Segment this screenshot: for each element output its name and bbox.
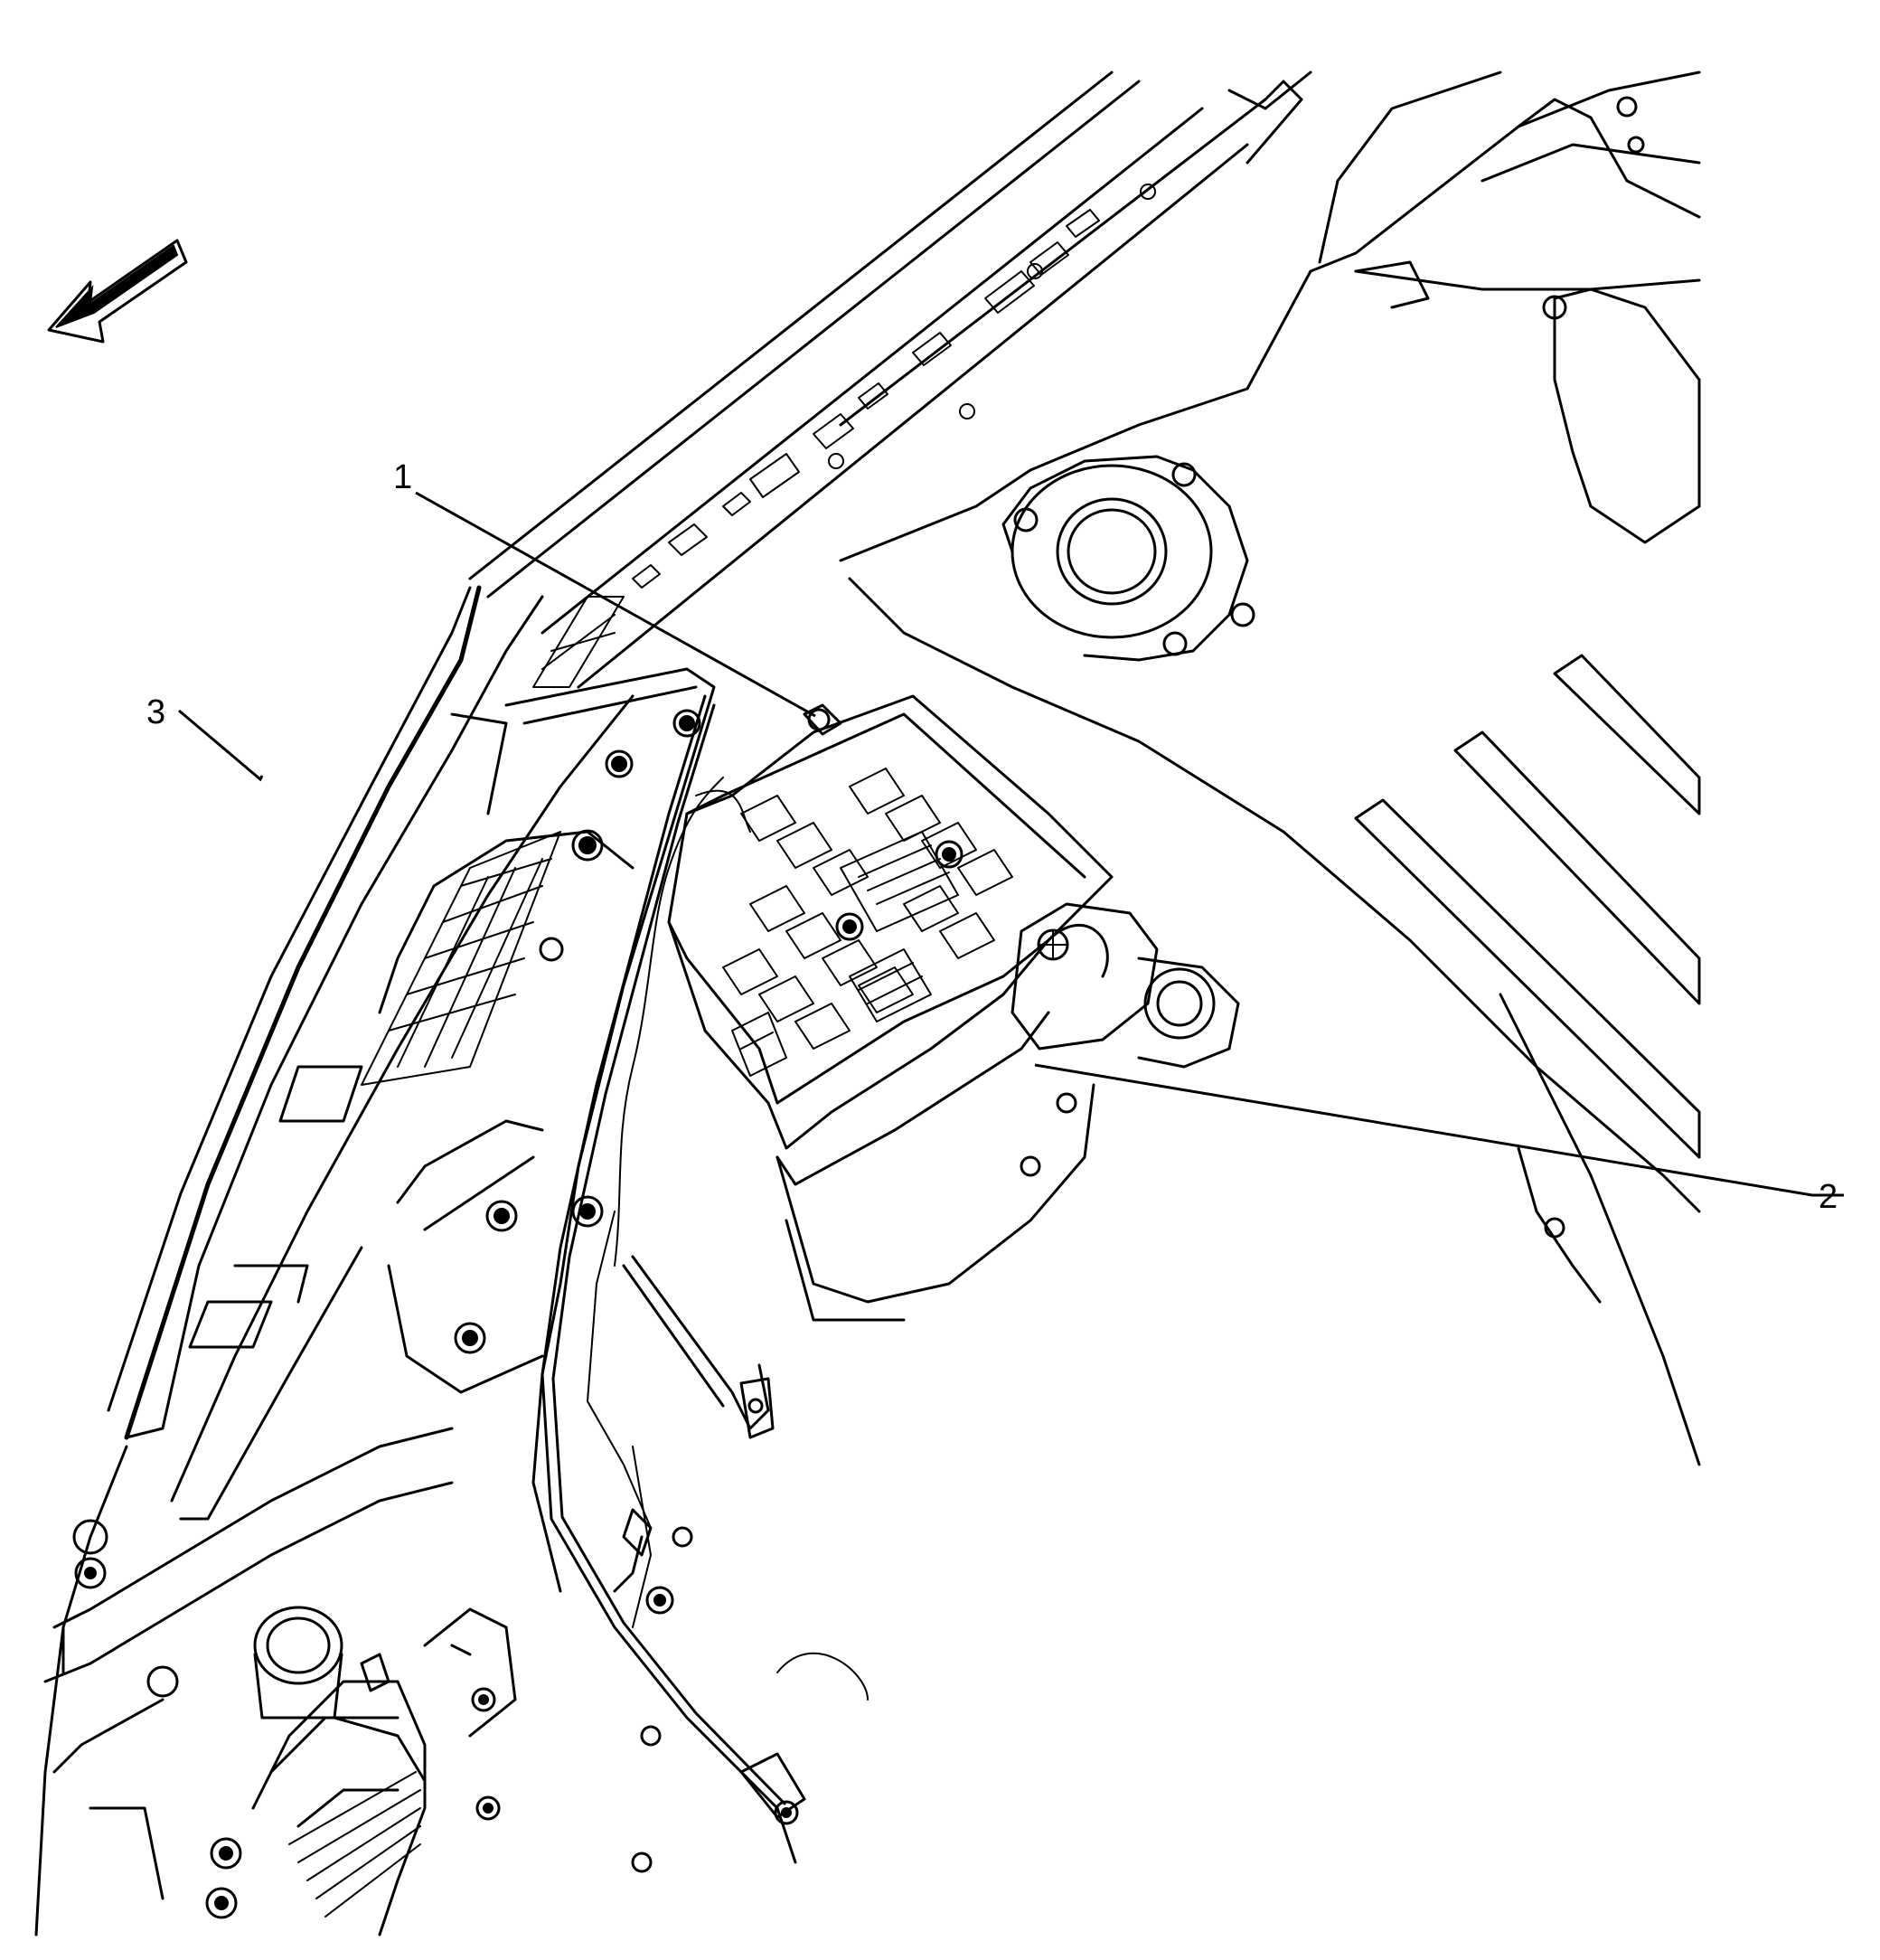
callout-leaders xyxy=(178,491,1844,1197)
hood-latch xyxy=(613,1508,806,1873)
support-brace xyxy=(622,1255,775,1439)
headlamp-assembly xyxy=(107,585,634,1521)
callout-label-3: 3 xyxy=(146,693,165,731)
strut-tower xyxy=(839,71,1701,1466)
front-fascia xyxy=(34,1427,454,1936)
coolant-reservoir-cap xyxy=(253,1606,427,1783)
underhood-fuse-block xyxy=(667,694,1240,1322)
radiator-assembly xyxy=(251,1607,517,1936)
leader-1 xyxy=(415,491,816,718)
callout-label-1: 1 xyxy=(393,458,412,496)
headlamp-grid xyxy=(361,596,625,1086)
cowl-panel xyxy=(468,71,1312,689)
callout-label-2: 2 xyxy=(1819,1178,1838,1216)
fuse-block-relays xyxy=(722,768,1013,1077)
forward-direction-arrow-icon xyxy=(47,239,188,344)
leader-3 xyxy=(178,709,264,782)
wiring-harness xyxy=(540,694,869,1864)
leader-2 xyxy=(1034,1063,1844,1197)
